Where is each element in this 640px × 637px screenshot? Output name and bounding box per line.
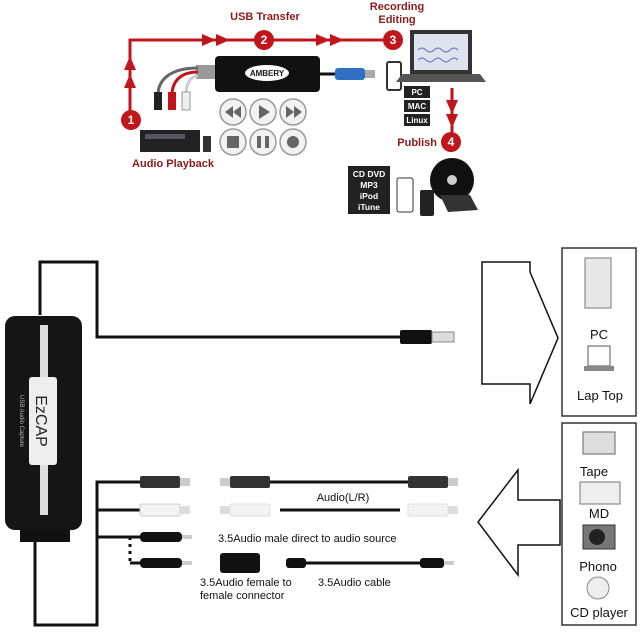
disc-and-players-icon [396,158,478,216]
usb-cable [38,260,400,339]
cd-player-icon [586,576,610,600]
svg-text:MP3: MP3 [360,180,378,190]
rewind-icon [225,106,233,118]
usb-port-icon [386,61,402,91]
arrow-right-icon [481,261,559,405]
audio-cable-trunk [33,480,140,627]
step-badge-3: 3 [383,30,403,50]
laptop-icon [396,30,486,82]
desktop-pc-icon [584,257,612,309]
svg-text:iPod: iPod [360,191,378,201]
play-icon [259,105,270,119]
svg-text:MAC: MAC [408,102,426,111]
pause-icon [257,136,261,148]
svg-text:AMBERY: AMBERY [250,69,285,78]
svg-text:Tape: Tape [580,464,608,479]
rca-cables [154,66,199,111]
audio-playback-label: Audio Playback [132,158,215,170]
svg-text:4: 4 [448,135,455,149]
audio-cable-label: 3.5Audio cable [318,577,391,589]
step-badge-4: 4 [441,132,461,152]
svg-text:iTune: iTune [358,202,380,212]
ezcap-device: EzCAP USB Audio Capture [5,316,82,542]
male-direct-label: 3.5Audio male direct to audio source [218,533,397,545]
laptop-icon [584,345,614,371]
stop-icon [227,136,239,148]
svg-text:PC: PC [590,327,608,342]
wiring-section: EzCAP USB Audio Capture [5,247,637,627]
svg-text:1: 1 [128,113,135,127]
svg-text:Lap Top: Lap Top [577,388,623,403]
step-badge-2: 2 [254,30,274,50]
female-connector-label-1: 3.5Audio female to [200,577,292,589]
os-list: PC MAC Linux [404,86,430,126]
usb-connector-icon [400,330,455,344]
svg-text:USB Audio Capture: USB Audio Capture [18,395,24,448]
svg-text:2: 2 [261,33,268,47]
stereo-icon [140,130,211,152]
svg-text:PC: PC [411,88,422,97]
svg-text:CD player: CD player [570,605,628,620]
female-coupler-icon [220,553,260,573]
recording-label: Recording [370,1,424,13]
jack-connectors [140,532,454,573]
step-badge-1: 1 [121,110,141,130]
transport-controls [219,98,307,156]
svg-text:CD DVD: CD DVD [353,169,386,179]
phono-turntable-icon [582,524,616,550]
svg-text:MD: MD [589,506,609,521]
arrow-left-icon [477,467,561,578]
target-devices-box: PC Lap Top [561,247,637,417]
fast-forward-icon [286,106,294,118]
svg-text:Phono: Phono [579,559,617,574]
svg-text:3: 3 [390,33,397,47]
svg-text:Linux: Linux [406,116,428,125]
source-devices-box: Tape MD Phono CD player [561,422,637,626]
usb-plug-icon [335,68,365,80]
publish-label: Publish [397,137,437,149]
rca-connectors [139,476,458,517]
tape-player-icon [582,431,616,455]
usb-transfer-label: USB Transfer [230,11,300,23]
audio-lr-label: Audio(L/R) [317,492,370,504]
editing-label: Editing [378,14,415,26]
media-formats: CD DVD MP3 iPod iTune [348,166,390,214]
capture-device: AMBERY [196,56,402,92]
female-connector-label-2: female connector [200,590,285,602]
svg-text:EzCAP: EzCAP [32,395,49,447]
md-player-icon [579,481,621,505]
workflow-section: 1 2 3 4 USB Transfer Recording Editing P… [121,1,486,216]
flow-arrowheads [124,34,458,128]
record-icon [287,136,299,148]
